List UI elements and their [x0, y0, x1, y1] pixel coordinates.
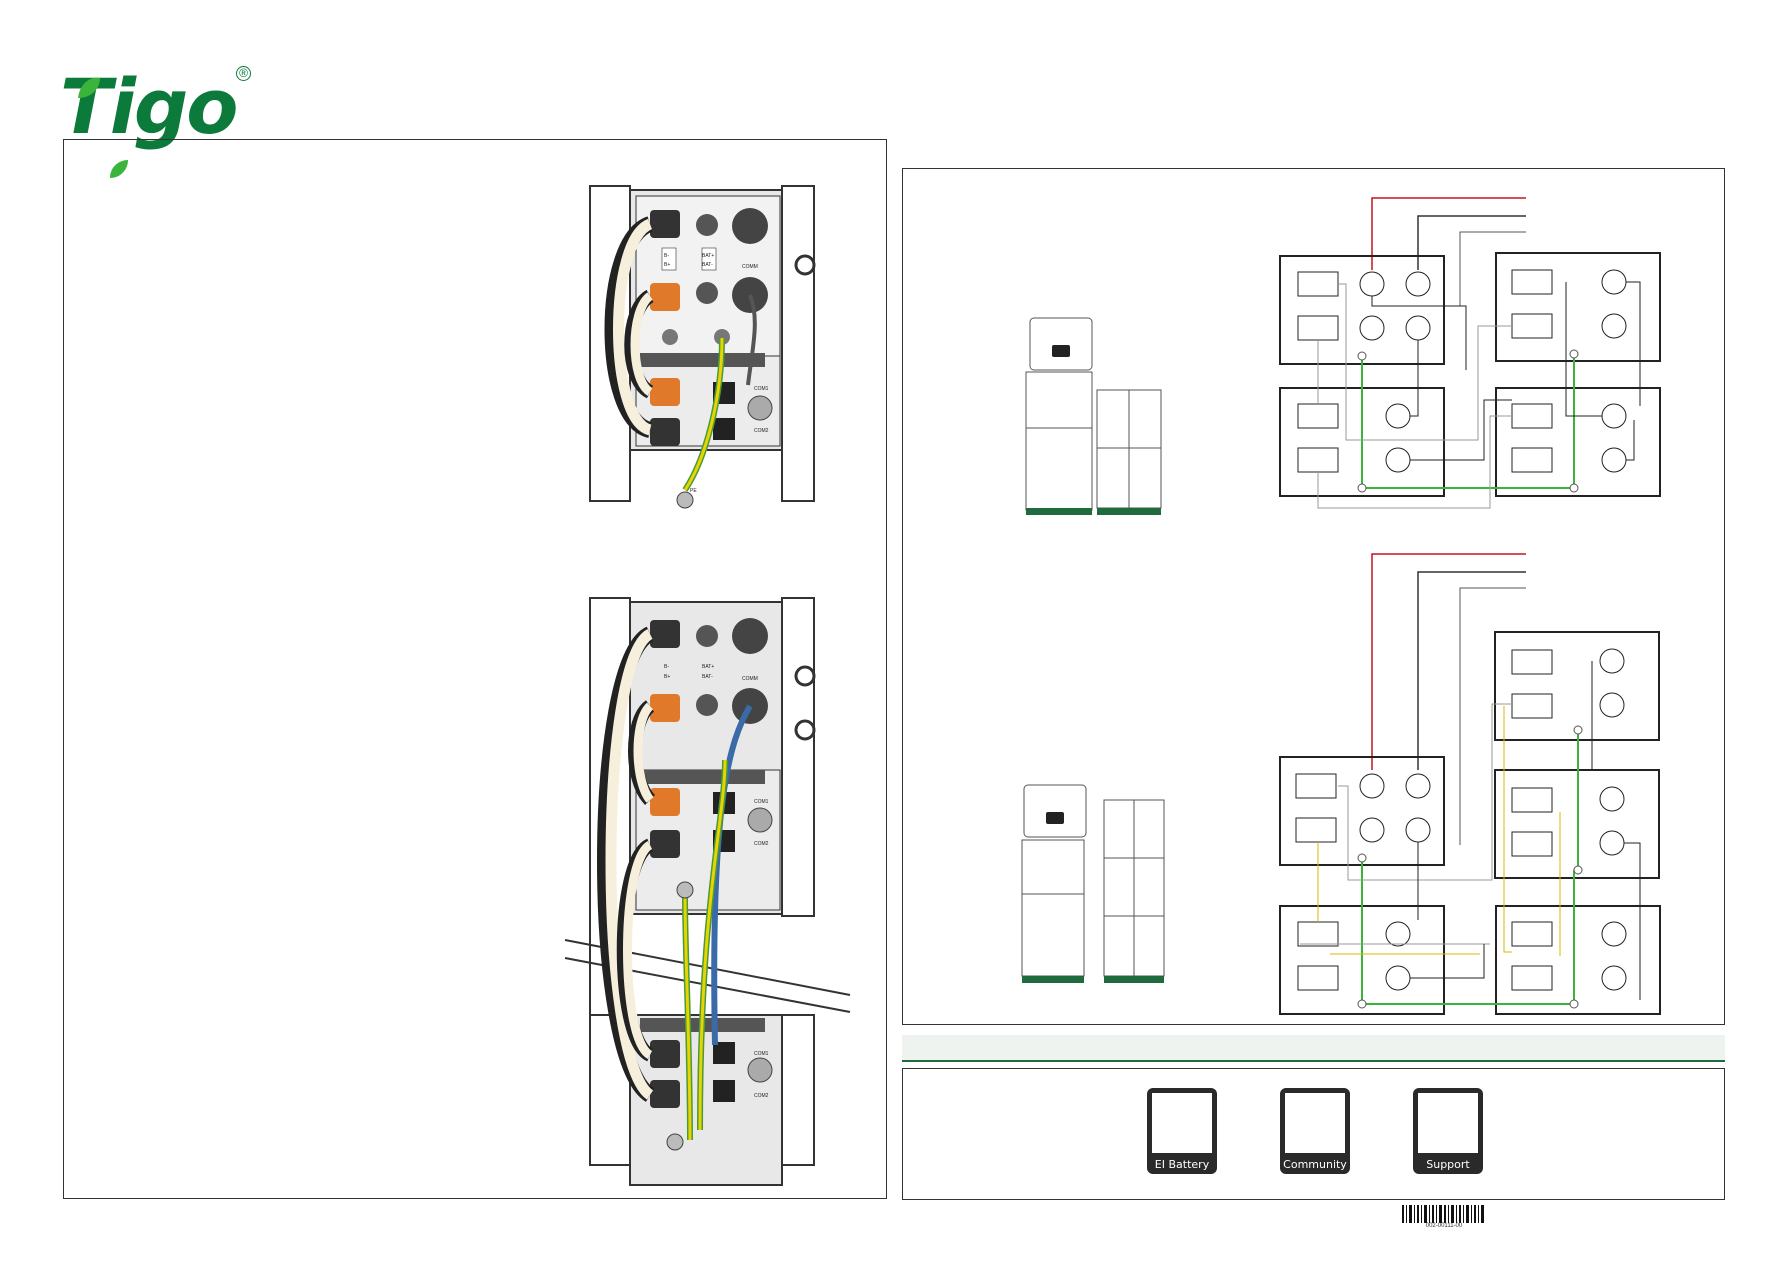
- logo-leaf-icon: [78, 77, 100, 98]
- svg-text:BAT+: BAT+: [702, 253, 714, 259]
- qr-support[interactable]: Support: [1413, 1088, 1483, 1174]
- svg-text:COM1: COM1: [754, 799, 769, 805]
- system-sketch-top: [1025, 317, 1162, 515]
- svg-text:COMM: COMM: [742, 264, 758, 270]
- svg-text:COM2: COM2: [754, 1093, 769, 1099]
- registered-mark: ®: [236, 66, 251, 81]
- svg-text:PE: PE: [690, 488, 697, 494]
- svg-text:B+: B+: [664, 674, 670, 680]
- svg-text:COM1: COM1: [754, 386, 769, 392]
- qr-label: Community: [1283, 1158, 1347, 1171]
- svg-text:BAT-: BAT-: [702, 262, 713, 268]
- svg-text:BAT+: BAT+: [702, 664, 714, 670]
- svg-text:COM2: COM2: [754, 428, 769, 434]
- qr-panel: [902, 1068, 1725, 1200]
- svg-text:COMM: COMM: [742, 676, 758, 682]
- qr-label: EI Battery: [1154, 1158, 1210, 1171]
- qr-ei-battery[interactable]: EI Battery: [1147, 1088, 1217, 1174]
- barcode-icon: [1402, 1205, 1484, 1223]
- svg-text:B+: B+: [664, 262, 670, 268]
- qr-code-icon: [1152, 1093, 1212, 1153]
- tigo-logo: Tigo: [60, 62, 239, 151]
- left-panel: [63, 139, 887, 1199]
- wiring-diagram-top: [1279, 197, 1661, 509]
- svg-text:BAT-: BAT-: [702, 674, 713, 680]
- barcode-number: 002-00111-00: [1425, 1223, 1463, 1229]
- inverter-top-illustration: B- B+ BAT+ BAT- COMM COM1 COM2 PE: [589, 185, 816, 509]
- qr-code-icon: [1285, 1093, 1345, 1153]
- leaf-icon: [110, 160, 128, 178]
- system-sketch-bottom: [1021, 784, 1165, 983]
- svg-text:COM1: COM1: [754, 1051, 769, 1057]
- inverter-bottom-illustration: B- B+ BAT+ BAT- COMM COM1 COM2 COM1 COM2: [564, 597, 851, 1186]
- qr-community[interactable]: Community: [1280, 1088, 1350, 1174]
- section-band: [902, 1035, 1725, 1062]
- wiring-diagram-bottom: [1279, 553, 1661, 1015]
- qr-code-icon: [1418, 1093, 1478, 1153]
- svg-text:COM2: COM2: [754, 841, 769, 847]
- qr-label: Support: [1426, 1158, 1470, 1171]
- svg-text:B-: B-: [664, 253, 669, 259]
- wiring-diagram-panel: [902, 168, 1725, 1025]
- svg-text:B-: B-: [664, 664, 669, 670]
